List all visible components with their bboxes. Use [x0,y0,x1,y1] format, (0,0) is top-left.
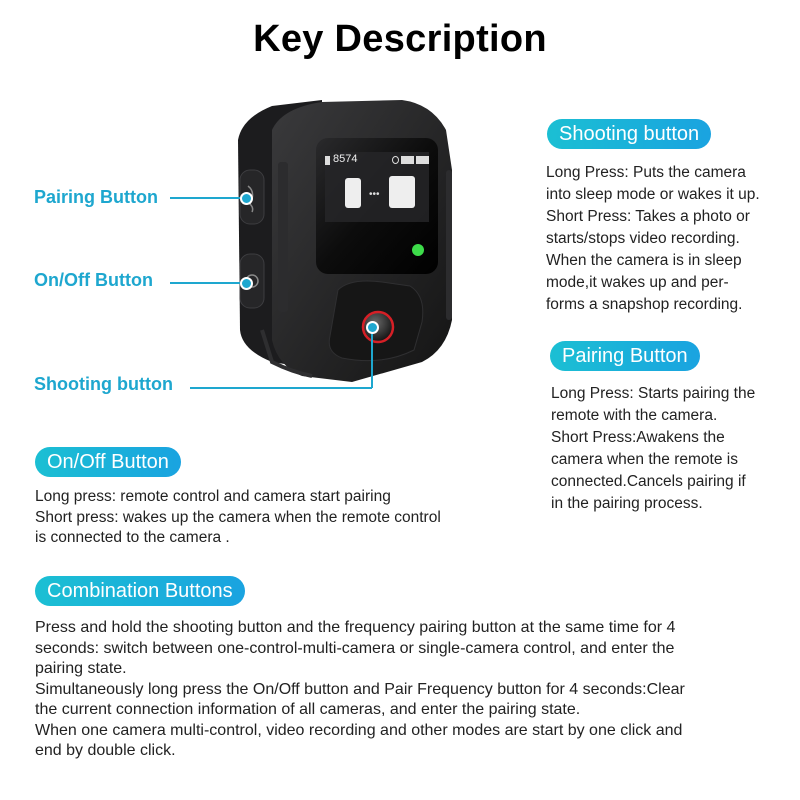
callout-shooting-button: Shooting button [34,374,173,394]
text-line: When one camera multi-control, video rec… [35,721,683,739]
text-line: Long Press: Puts the camera [546,164,746,181]
text-line: is connected to the camera . [35,529,230,546]
callout-dot-pairing [240,192,253,205]
callout-line-onoff [170,282,244,284]
remote-icon [345,178,361,208]
sd-card-icon [325,156,330,165]
text-line: When the camera is in sleep [546,252,742,269]
signal-icon [392,156,399,164]
text-line: seconds: switch between one-control-mult… [35,639,675,657]
text-line: starts/stops video recording. [546,230,740,247]
connection-dots-icon: ••• [369,189,380,200]
camera-icon [389,176,415,208]
section-text-onoff: Long press: remote control and camera st… [35,487,441,549]
text-line: Short press: wakes up the camera when th… [35,508,441,526]
camera-battery-icon [416,156,429,164]
shot-counter: 8574 [333,153,358,165]
text-line: Press and hold the shooting button and t… [35,619,676,636]
section-text-pairing: Long Press: Starts pairing the remote wi… [551,383,755,515]
callout-onoff-button: On/Off Button [34,270,153,290]
callout-pairing-button: Pairing Button [34,187,158,207]
section-text-shooting: Long Press: Puts the camera into sleep m… [546,162,760,316]
device-screen: 8574 ••• [325,152,429,222]
text-line: mode,it wakes up and per- [546,274,729,291]
text-line: Long press: remote control and camera st… [35,488,391,505]
text-line: Short Press: Takes a photo or [546,208,750,225]
page-title: Key Description [253,18,547,60]
section-heading-combination: Combination Buttons [35,576,245,606]
section-heading-shooting: Shooting button [547,119,712,149]
remote-control-illustration [238,100,452,382]
text-line: in the pairing process. [551,495,703,512]
callout-dot-shooting [366,321,379,334]
section-text-combination: Press and hold the shooting button and t… [35,618,685,762]
callout-line-pairing [170,197,244,199]
text-line: remote with the camera. [551,407,718,424]
callout-dot-onoff [240,277,253,290]
text-line: pairing state. [35,660,127,677]
text-line: into sleep mode or wakes it up. [546,186,760,203]
text-line: Simultaneously long press the On/Off but… [35,680,685,698]
text-line: end by double click. [35,742,176,759]
text-line: the current connection information of al… [35,701,581,718]
text-line: Short Press:Awakens the [551,429,725,446]
remote-battery-icon [401,156,414,164]
text-line: camera when the remote is [551,451,738,468]
section-heading-pairing: Pairing Button [550,341,700,371]
text-line: connected.Cancels pairing if [551,473,746,490]
callout-line-shooting-h [190,387,372,389]
callout-line-shooting-v [371,327,373,388]
text-line: forms a snapshop recording. [546,296,743,313]
text-line: Long Press: Starts pairing the [551,385,756,402]
section-heading-onoff: On/Off Button [35,447,181,477]
